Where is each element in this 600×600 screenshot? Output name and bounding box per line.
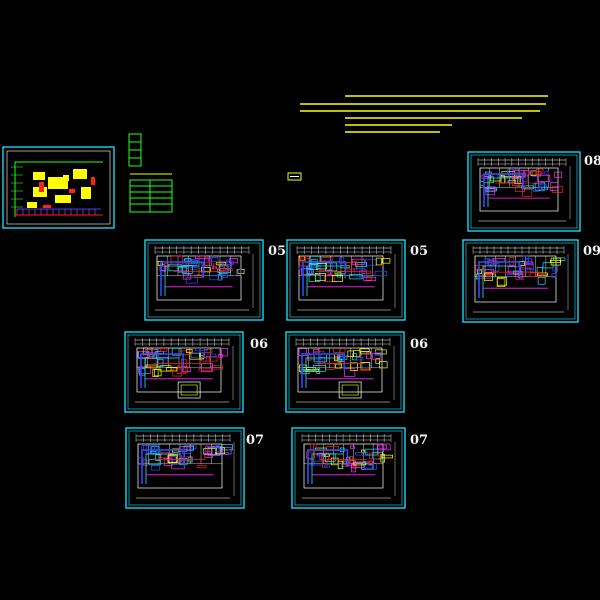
sheet-number-label: 06 — [410, 337, 429, 352]
general-notes — [300, 95, 548, 133]
sheet-number-label: 08 — [584, 154, 600, 169]
sheet-number-label: 09 — [583, 244, 600, 259]
legend-marker — [287, 172, 302, 181]
sheet-number-label: 06 — [250, 337, 269, 352]
drawing-sheet-sheet-06b — [285, 331, 405, 413]
sheet-number-label: 05 — [410, 244, 429, 259]
drawing-sheet-sheet-05a — [144, 239, 264, 321]
drawing-sheet-sheet-08 — [467, 151, 581, 232]
sheet-frame — [291, 427, 406, 509]
drawing-sheet-sheet-05b — [286, 239, 406, 321]
sheet-number-label: 07 — [410, 433, 429, 448]
drawing-sheet-site-plan — [2, 146, 115, 229]
drawing-sheet-sheet-09 — [462, 239, 579, 323]
drawing-index-table — [128, 133, 173, 213]
drawing-sheet-sheet-06a — [124, 331, 244, 413]
sheet-frame — [462, 239, 579, 323]
sheet-number-label: 05 — [268, 244, 287, 259]
drawing-sheet-sheet-07b — [291, 427, 406, 509]
sheet-number-label: 07 — [246, 433, 265, 448]
drawing-sheet-sheet-07a — [125, 427, 245, 509]
